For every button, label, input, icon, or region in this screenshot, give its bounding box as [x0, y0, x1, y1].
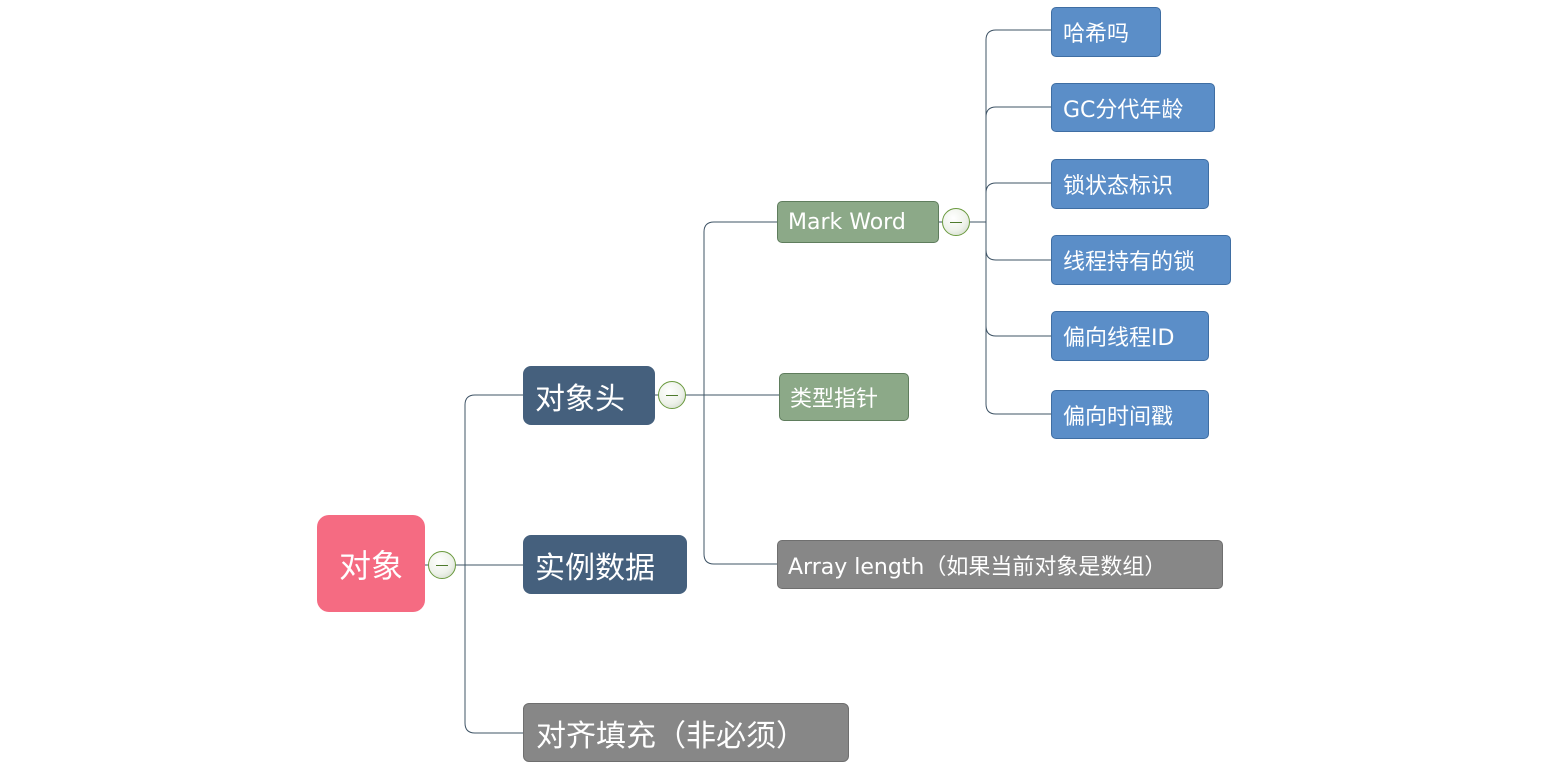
mark-word-node[interactable]: Mark Word	[777, 201, 939, 243]
connector-header-mark-word	[703, 221, 777, 395]
connector-mark-word-item-4	[985, 222, 1051, 261]
connector-mark-word-item-1	[985, 29, 1051, 222]
connector-mark-word-item-5	[985, 222, 1051, 337]
connector-root-padding	[464, 565, 523, 734]
connector-mark-word-item-6	[985, 222, 1051, 415]
padding-node[interactable]: 对齐填充（非必须）	[523, 703, 849, 762]
root-node[interactable]: 对象	[317, 515, 425, 612]
connector-root-header	[464, 394, 523, 565]
type-pointer-node[interactable]: 类型指针	[779, 373, 909, 421]
mark-word-item[interactable]: GC分代年龄	[1051, 83, 1215, 132]
connector-mark-word-item-2	[985, 106, 1051, 222]
mark-word-item[interactable]: 锁状态标识	[1051, 159, 1209, 209]
mark-word-item[interactable]: 偏向线程ID	[1051, 311, 1209, 361]
connector-mark-word-item-3	[985, 182, 1051, 222]
header-node[interactable]: 对象头	[523, 366, 655, 425]
mark-word-item[interactable]: 线程持有的锁	[1051, 235, 1231, 285]
mark-word-item[interactable]: 偏向时间戳	[1051, 390, 1209, 439]
array-length-node[interactable]: Array length（如果当前对象是数组）	[777, 540, 1223, 589]
mark-word-item[interactable]: 哈希吗	[1051, 7, 1161, 57]
collapse-root-toggle-icon[interactable]	[428, 551, 456, 579]
instance-data-node[interactable]: 实例数据	[523, 535, 687, 594]
collapse-mark-word-toggle-icon[interactable]	[942, 208, 970, 236]
collapse-header-toggle-icon[interactable]	[658, 381, 686, 409]
connector-header-array-length	[703, 395, 777, 565]
